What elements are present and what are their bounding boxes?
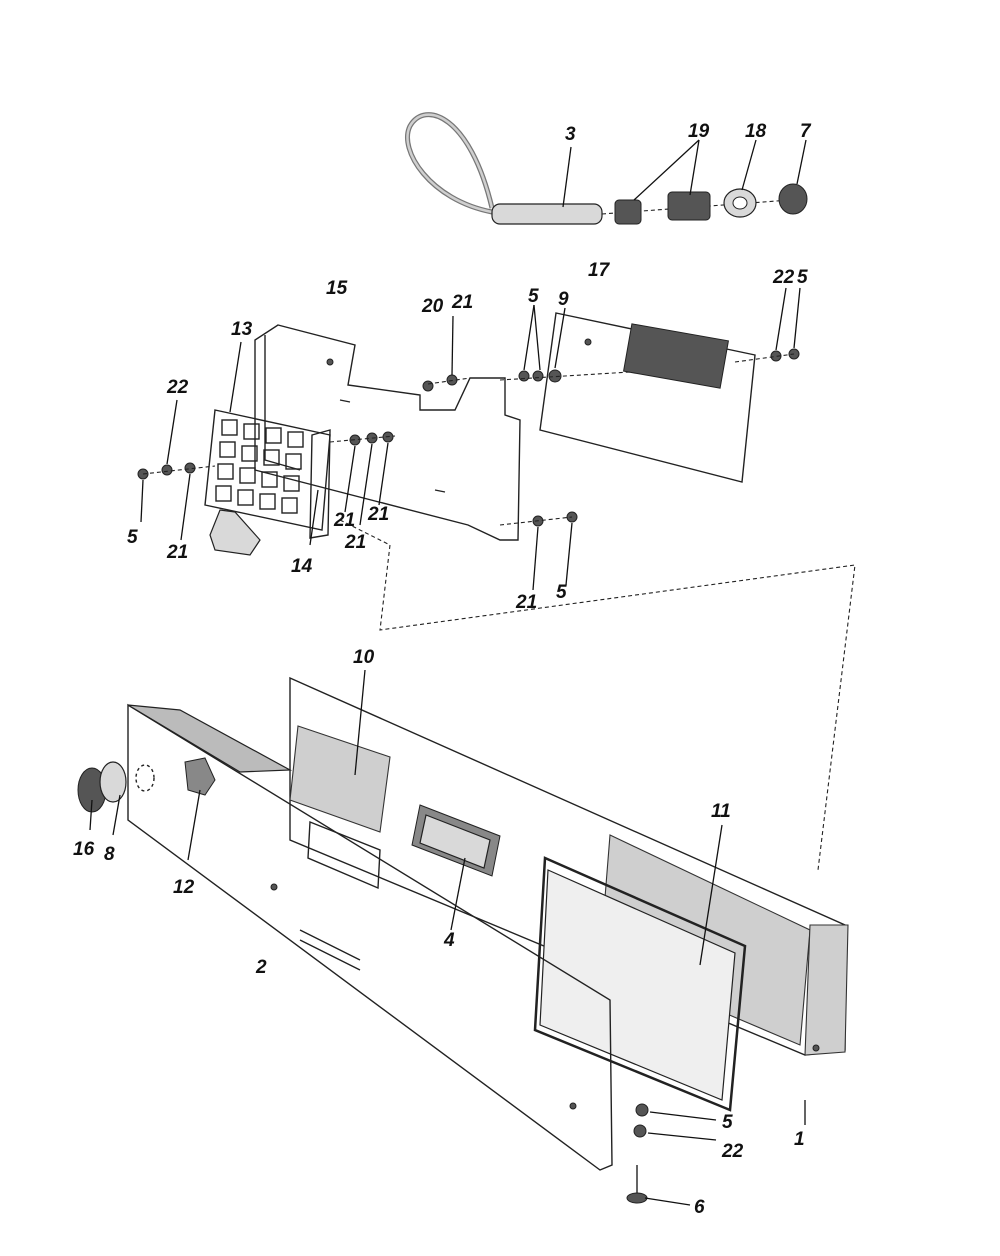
label-keypad-plate: 14	[291, 556, 313, 577]
label-bracket: 15	[326, 278, 348, 299]
label-window-11: 11	[711, 801, 731, 822]
label-screw-6: 6	[694, 1197, 705, 1218]
label-strain-relief: 19	[688, 121, 710, 142]
label-screw-20: 20	[421, 296, 444, 317]
label-cord: 3	[565, 124, 576, 145]
label-nut-21-c: 21	[367, 504, 389, 525]
console-assembly	[77, 676, 849, 1171]
label-washer-22-left: 22	[166, 377, 189, 398]
label-switch-8: 8	[104, 844, 115, 865]
part-labels: 3 19 18 7 15 20 21 5 9 17 22 5 13 22 5 2…	[73, 121, 812, 1218]
label-switch-bracket-12: 12	[173, 877, 195, 898]
label-washer-18: 18	[745, 121, 767, 142]
label-nut-21-left: 21	[166, 542, 188, 563]
label-console-panel: 2	[255, 957, 267, 978]
leader-lines	[89, 139, 807, 1206]
label-nut-7: 7	[800, 121, 812, 142]
hardware-fasteners	[137, 348, 800, 1204]
label-nut-21-top: 21	[451, 292, 473, 313]
projection-lines	[339, 519, 856, 871]
label-nut-5-left: 5	[127, 527, 138, 548]
label-nut-21-bottom: 21	[515, 592, 537, 613]
label-window-4: 4	[443, 930, 455, 951]
pcb-17	[539, 312, 756, 483]
label-nut-21-b: 21	[344, 532, 366, 553]
label-knob-16: 16	[73, 839, 95, 860]
bracket-15	[254, 324, 521, 541]
label-nut-5-bottom: 5	[556, 582, 567, 603]
label-nut-5-right: 5	[797, 267, 808, 288]
label-nut-5-lower: 5	[722, 1112, 733, 1133]
label-nut-21-a: 21	[333, 510, 355, 531]
label-washer-22-right: 22	[772, 267, 795, 288]
keypad-assembly	[204, 409, 331, 556]
label-nut-5-mid: 5	[528, 286, 539, 307]
label-pcb: 17	[588, 260, 611, 281]
label-window-10: 10	[353, 647, 375, 668]
label-washer-9: 9	[558, 289, 569, 310]
power-cord-assembly	[405, 112, 808, 225]
label-end-cap-1: 1	[794, 1129, 805, 1150]
label-washer-22-lower: 22	[721, 1141, 744, 1162]
label-keypad: 13	[231, 319, 253, 340]
